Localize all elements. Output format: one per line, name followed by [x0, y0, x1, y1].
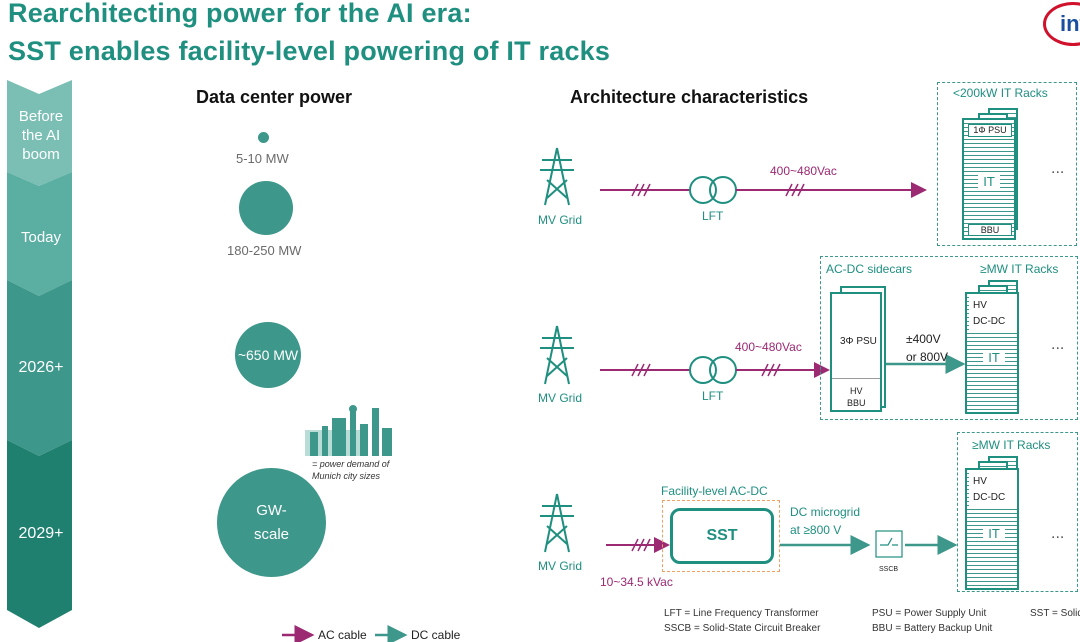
hv-label-3: HV	[973, 476, 987, 487]
timeline-chevron-2026	[7, 280, 72, 456]
timeline-chevron-2029	[7, 440, 72, 628]
sscb-symbol	[875, 530, 903, 558]
sscb-label: SSCB	[879, 566, 899, 573]
city-note-2: Munich city sizes	[312, 471, 381, 481]
more-racks-3: ...	[1051, 525, 1065, 542]
city-skyline-icon	[305, 405, 392, 456]
racks-title-3: ≥MW IT Racks	[972, 438, 1051, 452]
power-circle-1	[258, 132, 269, 143]
microgrid-label-2: at ≥800 V	[790, 523, 842, 537]
page-title-line-1: Rearchitecting power for the AI era:	[8, 0, 472, 28]
lft-label-1: LFT	[702, 209, 724, 223]
more-racks-2: ...	[1051, 336, 1065, 353]
timeline-label-2029: 2029+	[18, 524, 64, 542]
rack-card-front-2: HV DC-DC IT	[965, 292, 1019, 414]
dc-voltage-label-2: or 800V	[906, 350, 949, 364]
power-circle-2	[239, 181, 293, 235]
timeline-label-today: Today	[20, 228, 62, 246]
tower-icon-2	[540, 325, 574, 385]
legend-sst: SST = Solid	[1030, 608, 1080, 619]
lft-label-2: LFT	[702, 389, 724, 403]
psu-box-1: 1Φ PSU	[968, 124, 1012, 137]
legend-lft: LFT = Line Frequency Transformer	[664, 608, 819, 619]
timeline-chevron-today	[7, 172, 72, 296]
rack-card-front-3: HV DC-DC IT	[965, 468, 1019, 590]
lft-symbol-2	[689, 356, 717, 384]
it-label-3: IT	[983, 526, 1005, 541]
sidecars-box	[820, 256, 1078, 420]
city-note-1: = power demand of	[312, 459, 390, 469]
mv-grid-label-3: MV Grid	[538, 559, 583, 573]
company-logo: int	[1043, 2, 1080, 46]
legend-sscb: SSCB = Solid-State Circuit Breaker	[664, 623, 821, 634]
it-label-1: IT	[978, 174, 1000, 189]
mv-grid-label-2: MV Grid	[538, 391, 583, 405]
power-circle-4: GW-scale	[217, 468, 326, 577]
legend-ac-cable: AC cable	[318, 628, 367, 642]
voltage-label-2: 400~480Vac	[735, 340, 802, 354]
power-label-2: 180-250 MW	[227, 243, 302, 258]
racks-title-1: <200kW IT Racks	[953, 86, 1048, 100]
rack-card-front-1: 1Φ PSU IT BBU	[962, 118, 1016, 240]
tower-icon-3	[540, 493, 574, 553]
racks-title-2: ≥MW IT Racks	[980, 262, 1059, 276]
microgrid-label-1: DC microgrid	[790, 505, 861, 519]
sst-block: SST	[670, 508, 774, 564]
hv-bbu-label-2: BBU	[847, 398, 866, 408]
page-title-line-2: SST enables facility-level powering of I…	[8, 36, 611, 66]
mv-voltage-label: 10~34.5 kVac	[600, 575, 673, 589]
timeline-label-before: Before the AI boom	[18, 107, 64, 163]
voltage-label-1: 400~480Vac	[770, 164, 837, 178]
legend-bbu: BBU = Battery Backup Unit	[872, 623, 993, 634]
it-label-2: IT	[983, 350, 1005, 365]
dcdc-label-2: DC-DC	[973, 316, 1006, 327]
psu-3phase-label: 3Φ PSU	[840, 336, 877, 347]
timeline-label-2026: 2026+	[18, 358, 64, 376]
facility-label: Facility-level AC-DC	[661, 484, 768, 498]
hv-label-2: HV	[973, 300, 987, 311]
psu-card-front: 3Φ PSU HV BBU	[830, 292, 882, 412]
facility-dashed-box	[662, 500, 780, 572]
tower-icon-1	[540, 147, 574, 206]
power-label-1: 5-10 MW	[236, 151, 289, 166]
racks-box-3	[957, 432, 1078, 592]
header-architecture: Architecture characteristics	[570, 87, 809, 107]
timeline-chevron-before	[7, 80, 72, 186]
dcdc-label-3: DC-DC	[973, 492, 1006, 503]
lft-symbol-1	[689, 176, 717, 204]
power-circle-3: ~650 MW	[235, 322, 301, 388]
sidecars-title: AC-DC sidecars	[826, 262, 913, 276]
legend-dc-cable: DC cable	[411, 628, 461, 642]
dc-voltage-label-1: ±400V	[906, 332, 941, 346]
bbu-box-1: BBU	[968, 224, 1012, 236]
hv-bbu-label-1: HV	[850, 386, 863, 396]
legend-psu: PSU = Power Supply Unit	[872, 608, 987, 619]
mv-grid-label-1: MV Grid	[538, 213, 583, 227]
racks-box-1	[937, 82, 1077, 246]
more-racks-1: ...	[1051, 160, 1065, 177]
header-data-center-power: Data center power	[196, 87, 353, 107]
